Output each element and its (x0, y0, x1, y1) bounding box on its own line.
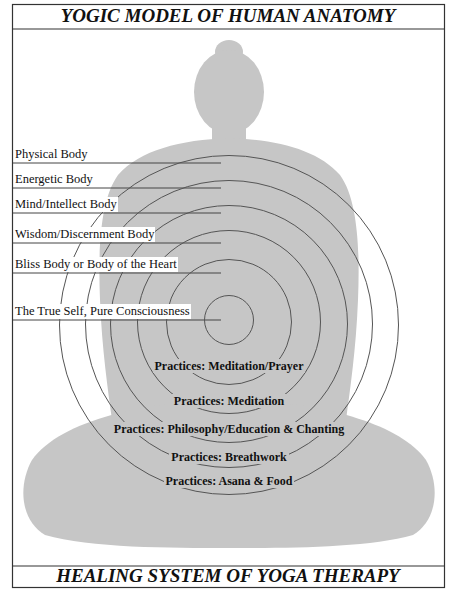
layer-outline (204, 295, 254, 345)
layer-label: Bliss Body or Body of the Heart (14, 257, 178, 272)
practice-label: Practices: Philosophy/Education & Chanti… (112, 422, 346, 436)
body-layer-circle: Bliss Body or Body of the HeartPractices… (166, 259, 292, 385)
body-layer-circle: Mind/Intellect BodyPractices: Philosophy… (110, 205, 348, 443)
body-layer-circle: Energetic BodyPractices: BreathworkMind/… (85, 180, 373, 468)
body-layer-circle: The True Self, Pure Consciousness (204, 295, 254, 345)
practice-label: Practices: Asana & Food (164, 474, 295, 488)
practice-label: Practices: Meditation/Prayer (153, 359, 306, 373)
practice-label: Practices: Meditation (172, 394, 286, 408)
body-layer-circle: Wisdom/Discernment BodyPractices: Medita… (137, 230, 321, 414)
layer-label: Energetic Body (14, 172, 94, 187)
body-layer-circle: Physical BodyPractices: Asana & FoodEner… (59, 155, 399, 495)
practice-label: Practices: Breathwork (169, 450, 288, 464)
layer-label: Mind/Intellect Body (14, 197, 118, 212)
diagram-title: YOGIC MODEL OF HUMAN ANATOMY (12, 5, 444, 27)
diagram-caption: HEALING SYSTEM OF YOGA THERAPY (12, 565, 444, 587)
layer-label: Physical Body (14, 147, 89, 162)
layer-label: The True Self, Pure Consciousness (14, 304, 191, 319)
layer-label: Wisdom/Discernment Body (14, 227, 155, 242)
